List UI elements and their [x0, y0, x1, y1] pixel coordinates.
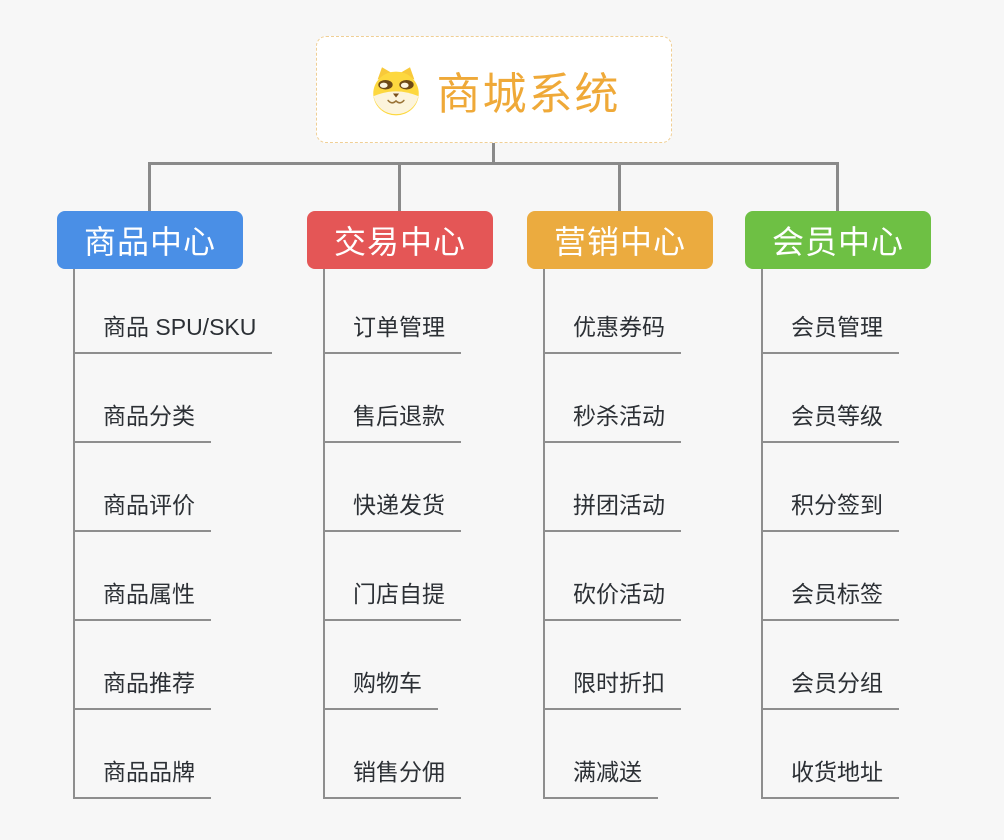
- leaf-node[interactable]: 会员等级: [761, 401, 899, 443]
- leaf-node[interactable]: 优惠券码: [543, 312, 681, 354]
- branch-label: 营销中心: [553, 224, 686, 260]
- connector-drop-trade: [398, 163, 401, 211]
- leaf-node[interactable]: 快递发货: [323, 490, 461, 532]
- leaf-node[interactable]: 秒杀活动: [543, 401, 681, 443]
- leaf-node[interactable]: 拼团活动: [543, 490, 681, 532]
- branch-node-member-center[interactable]: 会员中心: [745, 211, 931, 269]
- branch-node-marketing-center[interactable]: 营销中心: [527, 211, 713, 269]
- connector-drop-member: [836, 163, 839, 211]
- leaf-node[interactable]: 满减送: [543, 757, 658, 799]
- trunk-line-product: [73, 269, 75, 799]
- dog-icon: [372, 66, 419, 115]
- leaf-node[interactable]: 订单管理: [323, 312, 461, 354]
- leaf-node[interactable]: 会员标签: [761, 579, 899, 621]
- leaf-node[interactable]: 销售分佣: [323, 757, 461, 799]
- leaf-node[interactable]: 限时折扣: [543, 668, 681, 710]
- leaf-node[interactable]: 商品 SPU/SKU: [73, 312, 273, 354]
- connector-drop-product: [148, 163, 151, 211]
- leaf-node[interactable]: 积分签到: [761, 490, 899, 532]
- leaf-node[interactable]: 收货地址: [761, 757, 899, 799]
- leaf-node[interactable]: 会员分组: [761, 668, 899, 710]
- leaf-node[interactable]: 商品属性: [73, 579, 211, 621]
- leaf-node[interactable]: 商品推荐: [73, 668, 211, 710]
- leaf-node[interactable]: 售后退款: [323, 401, 461, 443]
- root-node[interactable]: 商城系统: [316, 36, 672, 143]
- connector-horizontal: [148, 162, 839, 165]
- branch-label: 会员中心: [771, 224, 904, 260]
- leaf-node[interactable]: 商品评价: [73, 490, 211, 532]
- connector-drop-marketing: [618, 163, 621, 211]
- branch-label: 交易中心: [333, 224, 466, 260]
- leaf-node[interactable]: 门店自提: [323, 579, 461, 621]
- leaf-node[interactable]: 砍价活动: [543, 579, 681, 621]
- branch-label: 商品中心: [83, 224, 216, 260]
- trunk-line-marketing: [543, 269, 545, 799]
- root-title: 商城系统: [436, 69, 621, 119]
- leaf-node[interactable]: 商品分类: [73, 401, 211, 443]
- leaf-node[interactable]: 商品品牌: [73, 757, 211, 799]
- branch-node-product-center[interactable]: 商品中心: [57, 211, 243, 269]
- branch-node-trade-center[interactable]: 交易中心: [307, 211, 493, 269]
- leaf-node[interactable]: 会员管理: [761, 312, 899, 354]
- trunk-line-member: [761, 269, 763, 799]
- connector-root-stub: [492, 143, 495, 165]
- trunk-line-trade: [323, 269, 325, 799]
- leaf-node[interactable]: 购物车: [323, 668, 438, 710]
